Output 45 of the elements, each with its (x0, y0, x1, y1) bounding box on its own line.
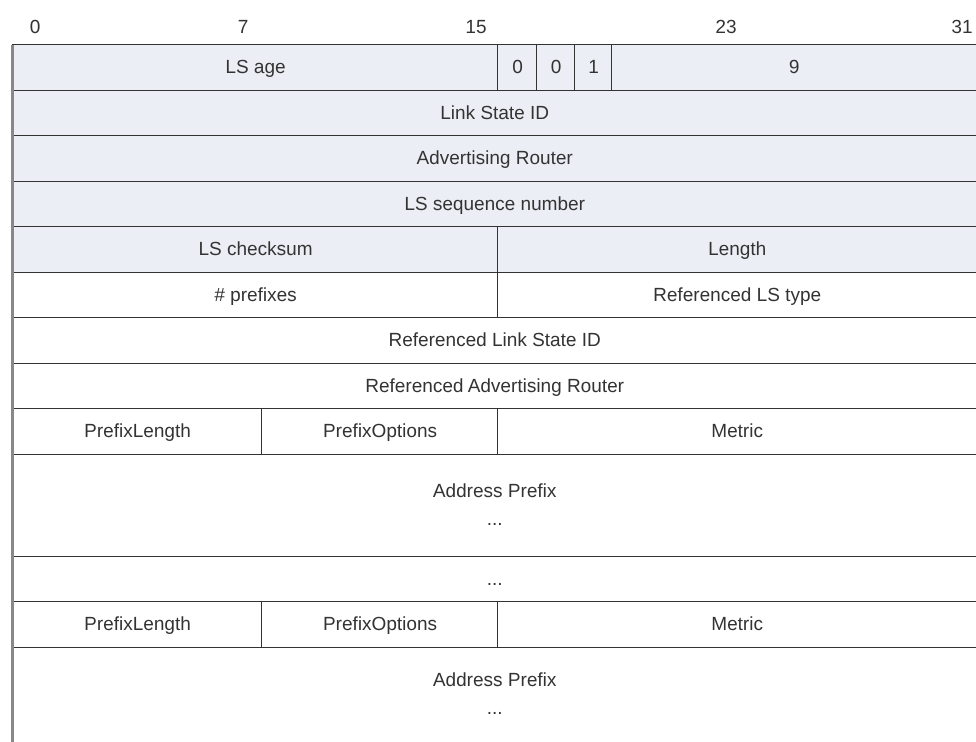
field-label: PrefixOptions (322, 421, 438, 443)
field-label: # prefixes (214, 284, 297, 306)
packet-field (574, 44, 613, 92)
packet-field (497, 272, 976, 319)
field-label: PrefixLength (84, 421, 191, 443)
field-label: LS age (225, 57, 286, 79)
field-label: PrefixOptions (322, 614, 438, 636)
packet-field (536, 44, 576, 92)
field-label: PrefixLength (84, 614, 191, 636)
field-label: Address Prefix (432, 670, 556, 692)
field-label: LS sequence number (404, 194, 585, 216)
field-label: Metric (711, 614, 763, 636)
packet-field (12, 135, 976, 183)
field-label: Referenced LS type (653, 284, 822, 306)
packet-field (261, 601, 499, 649)
packet-field (497, 601, 976, 649)
packet-field (497, 44, 538, 92)
packet-field (12, 226, 499, 274)
field-label: 0 (512, 57, 523, 79)
bit-position-label: 23 (715, 16, 737, 40)
field-label: 1 (588, 57, 599, 79)
packet-field (261, 408, 499, 456)
field-label: 9 (788, 57, 800, 79)
packet-field (12, 181, 976, 228)
field-label: Advertising Router (416, 148, 573, 170)
field-label: 0 (550, 57, 562, 79)
field-label: Length (708, 239, 766, 261)
field-label: Link State ID (440, 102, 550, 124)
field-label: Address Prefix (432, 481, 556, 503)
field-label: Referenced Link State ID (388, 330, 601, 352)
bit-position-label: 15 (465, 16, 487, 40)
packet-field (497, 226, 976, 274)
field-label: ... (486, 568, 503, 590)
field-label: LS checksum (198, 239, 313, 261)
packet-field (611, 44, 976, 92)
field-label: Metric (711, 421, 763, 443)
field-label: ... (486, 698, 503, 720)
field-label: ... (486, 509, 503, 531)
bit-position-label: 7 (238, 16, 248, 40)
packet-field (497, 408, 976, 456)
packet-field (12, 44, 499, 92)
packet-field (12, 90, 976, 137)
bit-position-label: 31 (951, 16, 973, 40)
bit-position-label: 0 (30, 16, 40, 40)
field-label: Referenced Advertising Router (365, 376, 624, 398)
